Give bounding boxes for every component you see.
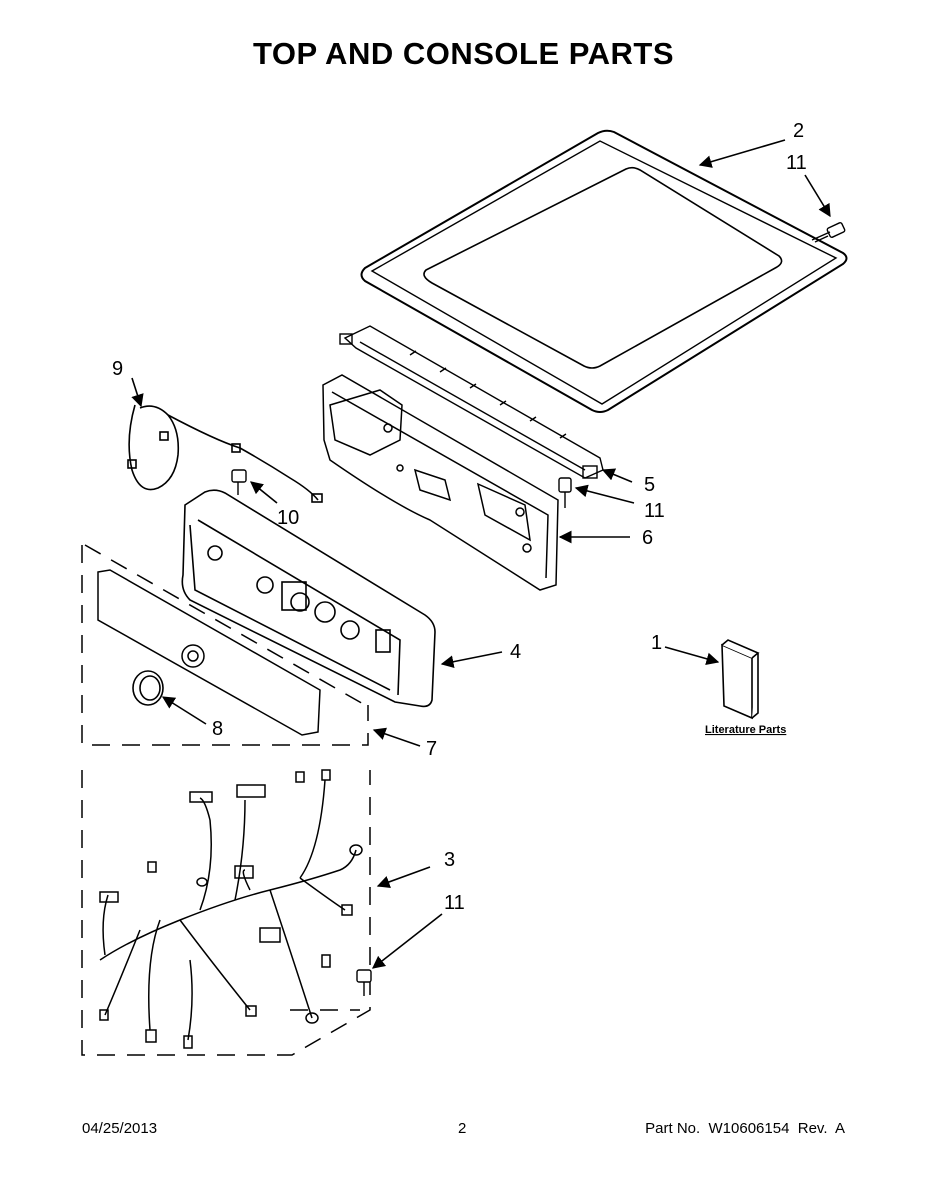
callout-7: 7 bbox=[426, 738, 437, 760]
callout-9: 9 bbox=[112, 358, 123, 380]
main-wire-harness-part bbox=[81, 769, 371, 1056]
callout-3: 3 bbox=[444, 849, 455, 871]
callout-11: 11 bbox=[644, 500, 665, 522]
leader-arrow bbox=[698, 139, 786, 168]
leader-arrow bbox=[131, 377, 144, 408]
footer-page-number: 2 bbox=[458, 1120, 467, 1137]
wire-harness-small-part bbox=[127, 404, 323, 503]
screw-part bbox=[558, 477, 572, 508]
leader-arrow bbox=[664, 646, 720, 666]
leader-arrow bbox=[250, 481, 278, 504]
leader-arrow bbox=[601, 468, 633, 483]
leader-arrow bbox=[376, 866, 431, 889]
callout-4: 4 bbox=[510, 641, 521, 663]
screw-part bbox=[356, 969, 372, 996]
leader-arrows bbox=[131, 139, 831, 969]
page-title: TOP AND CONSOLE PARTS bbox=[252, 36, 674, 71]
leader-arrow bbox=[804, 174, 831, 218]
console-part bbox=[181, 489, 436, 708]
screw-part bbox=[811, 222, 846, 243]
callout-10: 10 bbox=[277, 507, 299, 529]
literature-parts-label: Literature Parts bbox=[705, 724, 786, 736]
console-overlay-part bbox=[81, 544, 369, 746]
rear-console-panel-part bbox=[322, 374, 559, 591]
callout-6: 6 bbox=[642, 527, 653, 549]
literature-book-part bbox=[721, 639, 760, 720]
footer-date: 04/25/2013 bbox=[82, 1120, 158, 1137]
leader-arrow bbox=[371, 913, 443, 969]
leader-arrow bbox=[440, 651, 503, 669]
callout-8: 8 bbox=[212, 718, 223, 740]
leader-arrow bbox=[161, 696, 207, 725]
bolt-part bbox=[231, 469, 247, 495]
knob-part bbox=[132, 670, 164, 706]
callout-1: 1 bbox=[651, 632, 662, 654]
callout-2: 2 bbox=[793, 120, 804, 142]
callout-5: 5 bbox=[644, 474, 655, 496]
leader-arrow bbox=[574, 484, 635, 504]
footer-part-number: Part No. W10606154 Rev. A bbox=[645, 1120, 845, 1137]
callout-11: 11 bbox=[786, 152, 807, 174]
top-panel-part bbox=[360, 129, 848, 413]
callout-11: 11 bbox=[444, 892, 465, 914]
leader-arrow bbox=[372, 727, 421, 747]
